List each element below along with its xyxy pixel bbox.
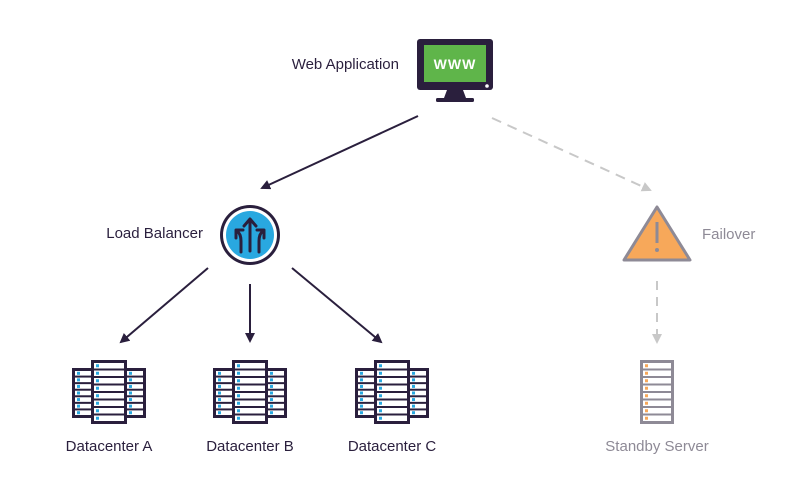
arrow-web-to-failover (491, 117, 652, 192)
arrow-web-to-load-balancer (260, 115, 419, 190)
web-application-label: Web Application (291, 56, 399, 73)
load-balancer-icon (220, 205, 280, 265)
datacenter-c-servers-icon (355, 360, 429, 424)
datacenter-b-servers-icon (213, 360, 287, 424)
datacenter-c-label: Datacenter C (347, 438, 437, 455)
datacenter-a-label: Datacenter A (65, 438, 153, 455)
arrow-lb-to-datacenter-c (291, 267, 383, 344)
arrow-lb-to-datacenter-a (119, 267, 209, 344)
warning-icon (622, 205, 692, 262)
failover-label: Failover (702, 226, 756, 243)
standby-server-icon (640, 360, 674, 424)
www-screen-text: WWW (434, 56, 477, 72)
datacenter-a-servers-icon (72, 360, 146, 424)
standby-server-label: Standby Server (605, 438, 709, 455)
load-balancer-label: Load Balancer (106, 225, 203, 242)
datacenter-b-label: Datacenter B (206, 438, 294, 455)
monitor-icon: WWW (417, 39, 493, 102)
